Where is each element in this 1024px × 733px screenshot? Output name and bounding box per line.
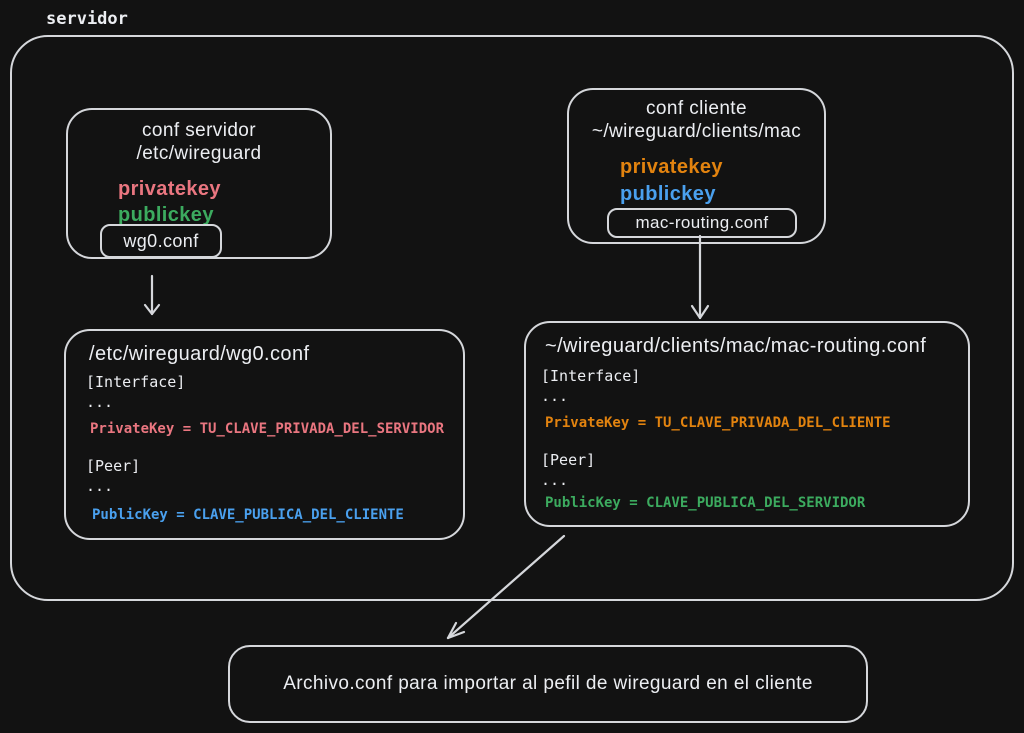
- import-note-text: Archivo.conf para importar al pefil de w…: [283, 673, 813, 694]
- client-conf-interface-header: [Interface]: [541, 367, 641, 385]
- wg0-conf-file-label: wg0.conf: [123, 230, 199, 251]
- server-publickey-label: publickey: [118, 204, 214, 226]
- conf-servidor-title-line2: /etc/wireguard: [136, 143, 262, 164]
- client-conf-publickey-line: PublicKey = CLAVE_PUBLICA_DEL_SERVIDOR: [545, 495, 866, 511]
- conf-servidor-box: conf servidor /etc/wireguard privatekey …: [66, 108, 332, 259]
- import-note-box: Archivo.conf para importar al pefil de w…: [228, 645, 868, 723]
- arrow-client-conf-to-import-note: [446, 534, 566, 640]
- server-conf-publickey-line: PublicKey = CLAVE_PUBLICA_DEL_CLIENTE: [92, 507, 404, 523]
- client-conf-peer-header: [Peer]: [541, 451, 596, 469]
- server-conf-interface-header: [Interface]: [86, 373, 186, 391]
- conf-cliente-title-line1: conf cliente: [646, 98, 747, 119]
- mac-routing-conf-file-chip: mac-routing.conf: [607, 208, 797, 238]
- server-conf-peer-header: [Peer]: [86, 457, 141, 475]
- wg0-conf-file-chip: wg0.conf: [100, 224, 222, 258]
- server-conf-dots-2: ...: [86, 477, 114, 495]
- server-conf-dots-1: ...: [86, 393, 114, 411]
- conf-servidor-title-line1: conf servidor: [142, 120, 256, 141]
- client-conf-title: ~/wireguard/clients/mac/mac-routing.conf: [545, 335, 927, 357]
- server-conf-file-box: /etc/wireguard/wg0.conf [Interface] ... …: [64, 329, 465, 540]
- client-conf-file-box: ~/wireguard/clients/mac/mac-routing.conf…: [524, 321, 970, 527]
- servidor-container-label: servidor: [46, 9, 128, 29]
- mac-routing-conf-file-label: mac-routing.conf: [635, 213, 769, 232]
- arrow-macrouting-to-client-conf: [690, 234, 710, 320]
- arrow-wg0-to-server-conf: [143, 274, 161, 316]
- client-conf-dots-2: ...: [541, 471, 569, 489]
- server-privatekey-label: privatekey: [118, 178, 221, 200]
- client-conf-dots-1: ...: [541, 387, 569, 405]
- server-conf-privatekey-line: PrivateKey = TU_CLAVE_PRIVADA_DEL_SERVID…: [90, 421, 445, 437]
- servidor-container: [10, 35, 1014, 601]
- client-conf-privatekey-line: PrivateKey = TU_CLAVE_PRIVADA_DEL_CLIENT…: [545, 415, 891, 431]
- client-publickey-label: publickey: [620, 183, 716, 205]
- client-privatekey-label: privatekey: [620, 156, 723, 178]
- conf-cliente-title-line2: ~/wireguard/clients/mac: [591, 121, 802, 142]
- server-conf-title: /etc/wireguard/wg0.conf: [89, 343, 310, 365]
- conf-cliente-box: conf cliente ~/wireguard/clients/mac pri…: [567, 88, 826, 244]
